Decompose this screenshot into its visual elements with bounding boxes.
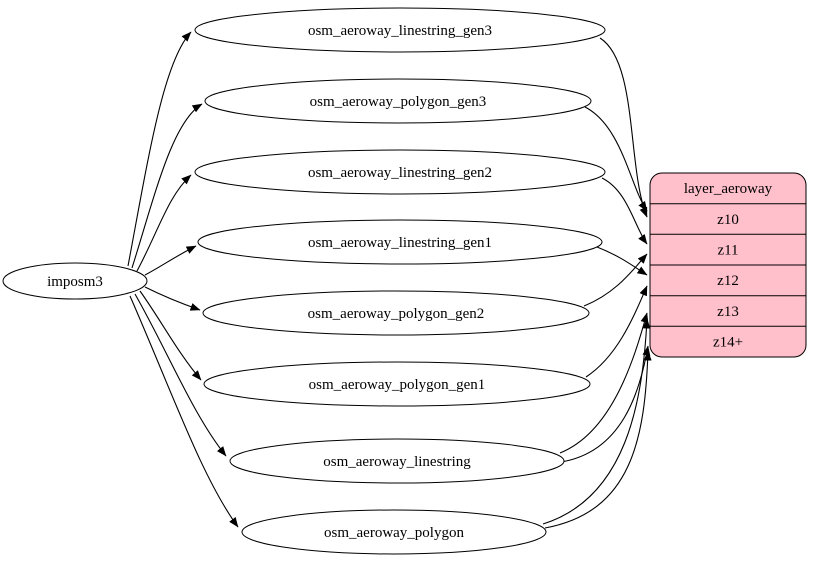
- layer-row-z14plus: z14+: [713, 335, 743, 351]
- edge-imposm3-linestring-gen3: [127, 31, 192, 267]
- linestring-gen2-ellipse: [194, 149, 606, 195]
- edge-imposm3-polygon-gen1: [139, 290, 202, 381]
- polygon-gen3-label: osm_aeroway_polygon_gen3: [310, 94, 487, 110]
- edge-imposm3-linestring-gen2: [136, 174, 192, 272]
- linestring-gen3-ellipse: [194, 7, 606, 53]
- node-layer-aeroway: layer_aeroway z10 z11 z12 z13 z14+: [649, 172, 807, 358]
- edge-linestring-gen2-z11: [601, 177, 648, 245]
- layer-row-z12: z12: [717, 273, 739, 289]
- node-osm-aeroway-linestring-gen2: osm_aeroway_linestring_gen2: [194, 149, 606, 195]
- layer-row-z10: z10: [717, 212, 739, 228]
- linestring-gen2-label: osm_aeroway_linestring_gen2: [308, 165, 492, 181]
- node-imposm3: imposm3: [2, 262, 148, 300]
- polygon-ellipse: [241, 509, 547, 555]
- edges-to-layer: [542, 37, 652, 529]
- node-osm-aeroway-polygon-gen3: osm_aeroway_polygon_gen3: [204, 78, 592, 124]
- layer-row-z11: z11: [717, 243, 738, 259]
- linestring-gen1-ellipse: [197, 219, 603, 265]
- polygon-gen1-ellipse: [203, 361, 591, 407]
- node-osm-aeroway-polygon: osm_aeroway_polygon: [241, 509, 547, 555]
- edge-polygon-gen3-z10: [584, 106, 648, 212]
- edge-linestring-gen3-z10: [599, 37, 648, 218]
- node-osm-aeroway-polygon-gen2: osm_aeroway_polygon_gen2: [202, 290, 590, 336]
- edge-imposm3-polygon-gen2: [144, 286, 201, 311]
- linestring-gen3-label: osm_aeroway_linestring_gen3: [308, 23, 492, 39]
- polygon-gen2-label: osm_aeroway_polygon_gen2: [308, 306, 485, 322]
- linestring-label: osm_aeroway_linestring: [323, 454, 471, 470]
- imposm3-label: imposm3: [47, 274, 103, 290]
- linestring-ellipse: [229, 438, 565, 484]
- imposm3-ellipse: [2, 262, 148, 300]
- node-osm-aeroway-linestring-gen3: osm_aeroway_linestring_gen3: [194, 7, 606, 53]
- edge-polygon-z14: [544, 350, 652, 529]
- polygon-gen2-ellipse: [202, 290, 590, 336]
- node-osm-aeroway-linestring-gen1: osm_aeroway_linestring_gen1: [197, 219, 603, 265]
- edge-polygon-gen2-z11: [583, 253, 648, 307]
- edge-imposm3-linestring: [134, 293, 227, 457]
- polygon-gen1-label: osm_aeroway_polygon_gen1: [309, 377, 486, 393]
- linestring-gen1-label: osm_aeroway_linestring_gen1: [308, 235, 492, 251]
- layer-aeroway-title: layer_aeroway: [684, 181, 773, 197]
- edge-linestring-z14: [560, 345, 651, 463]
- edge-imposm3-linestring-gen1: [144, 245, 197, 276]
- node-osm-aeroway-polygon-gen1: osm_aeroway_polygon_gen1: [203, 361, 591, 407]
- node-osm-aeroway-linestring: osm_aeroway_linestring: [229, 438, 565, 484]
- edge-linestring-gen1-z12: [596, 246, 648, 276]
- edge-imposm3-polygon-gen3: [131, 103, 203, 269]
- edge-imposm3-polygon: [129, 295, 239, 528]
- edges-from-root: [127, 31, 239, 528]
- edge-linestring-z13: [559, 312, 649, 454]
- edge-polygon-z13: [542, 318, 651, 525]
- edge-polygon-gen1-z12: [585, 285, 648, 378]
- layer-row-z13: z13: [717, 304, 739, 320]
- polygon-label: osm_aeroway_polygon: [324, 525, 464, 541]
- polygon-gen3-ellipse: [204, 78, 592, 124]
